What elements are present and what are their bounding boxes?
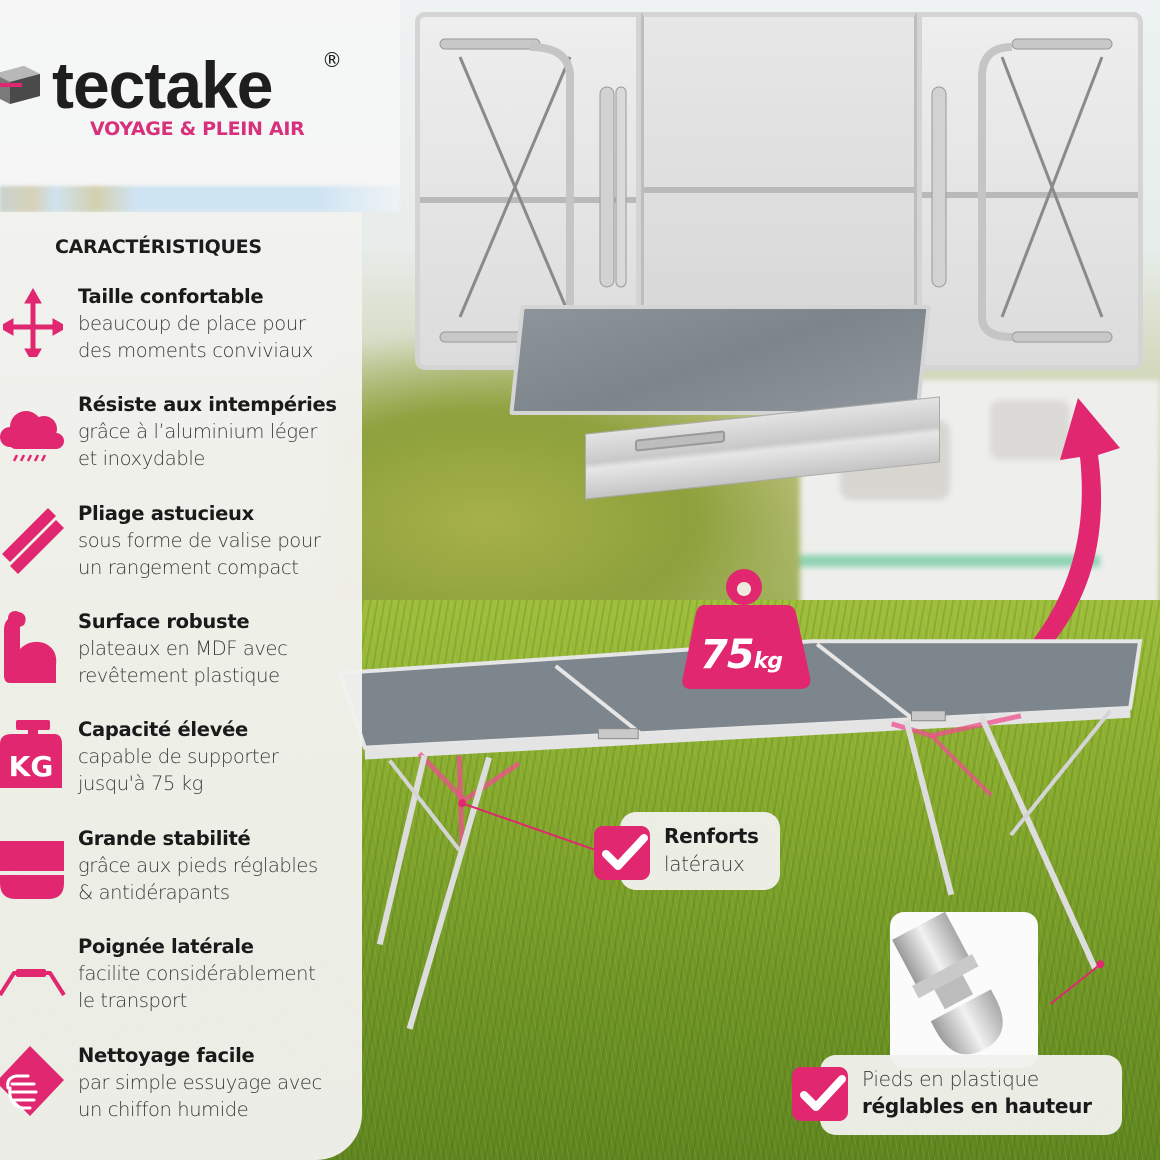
feature-desc-line2: des moments conviviaux <box>78 339 313 362</box>
feature-item-handle: Poignée latérale facilite considérableme… <box>0 935 362 1031</box>
feature-item-folding: Pliage astucieux sous forme de valise po… <box>0 502 362 598</box>
callout-subtitle: latéraux <box>664 852 745 876</box>
side-handle-icon <box>0 935 66 1009</box>
crossbar <box>922 192 1138 198</box>
feature-desc-line1: par simple essuyage avec <box>78 1071 322 1094</box>
features-panel <box>0 212 362 1160</box>
feature-desc-line2: un chiffon humide <box>78 1098 249 1121</box>
feature-title: Nettoyage facile <box>78 1044 255 1067</box>
features-heading: CARACTÉRISTIQUES <box>55 236 262 258</box>
strong-arm-icon <box>0 610 66 684</box>
feature-item-cleaning: Nettoyage facile par simple essuyage ave… <box>0 1044 362 1140</box>
curved-arrow-icon <box>1025 398 1120 660</box>
feature-title: Pliage astucieux <box>78 502 254 525</box>
feature-desc-line2: & antidérapants <box>78 881 230 904</box>
brand-subtitle: VOYAGE & PLEIN AIR <box>90 118 305 140</box>
feature-desc-line2: et inoxydable <box>78 447 205 470</box>
foot-detail-image <box>890 911 1038 1068</box>
logo-panel <box>0 0 400 188</box>
folded-top-surface <box>509 305 931 415</box>
feature-desc-line2: un rangement compact <box>78 556 299 579</box>
feature-desc-line2: jusqu'à 75 kg <box>78 772 203 795</box>
feature-desc-line1: beaucoup de place pour <box>78 312 306 335</box>
feature-desc-line2: le transport <box>78 989 187 1012</box>
feature-desc-line1: plateaux en MDF avec <box>78 637 288 660</box>
registered-mark: ® <box>322 48 342 72</box>
kg-weight-icon: KG <box>0 718 66 792</box>
adjustable-feet-callout: Pieds en plastique réglables en hauteur <box>820 1055 1122 1135</box>
feature-title: Poignée latérale <box>78 935 254 958</box>
caravan-stripe <box>800 555 1100 567</box>
feature-title: Surface robuste <box>78 610 250 633</box>
callout-title: Renforts <box>664 824 759 848</box>
feature-desc-line1: grâce à l’aluminium léger <box>78 420 317 443</box>
callout-subtitle: Pieds en plastique <box>862 1067 1039 1091</box>
checkmark-icon <box>792 1067 848 1121</box>
brand-logo: tectake ® VOYAGE & PLEIN AIR <box>0 46 342 146</box>
feature-desc-line1: capable de supporter <box>78 745 279 768</box>
x-brace-icon <box>931 38 1113 343</box>
feature-desc-line1: facilite considérablement <box>78 962 316 985</box>
folding-icon <box>0 502 66 576</box>
weight-75kg-icon <box>682 569 811 689</box>
feature-title: Résiste aux intempéries <box>78 393 337 416</box>
weight-capacity-label: 75kg <box>700 632 810 678</box>
folded-suitcase-table-image <box>505 305 940 500</box>
wiping-hand-icon <box>0 1044 66 1118</box>
brand-name: tectake <box>52 48 273 122</box>
callout-title: réglables en hauteur <box>862 1094 1092 1118</box>
feature-item-capacity: KG Capacité élevée capable de supporter … <box>0 718 362 814</box>
caravan-window <box>990 400 1070 460</box>
feature-title: Capacité élevée <box>78 718 248 741</box>
feature-desc-line1: grâce aux pieds réglables <box>78 854 318 877</box>
feature-item-surface: Surface robuste plateaux en MDF avec rev… <box>0 610 362 706</box>
panel-photo-strip <box>0 186 400 212</box>
rain-cloud-icon <box>0 393 66 467</box>
x-brace-icon <box>439 38 627 343</box>
checkmark-icon <box>594 826 650 880</box>
weight-value: 75 <box>700 632 755 678</box>
adjustable-foot-icon <box>892 911 1003 1055</box>
feature-title: Taille confortable <box>78 285 264 308</box>
weight-unit: kg <box>753 649 783 674</box>
logo-cube-icon <box>0 66 40 104</box>
stability-foot-icon <box>0 827 66 901</box>
feature-title: Grande stabilité <box>78 827 251 850</box>
feature-item-weather: Résiste aux intempéries grâce à l’alumin… <box>0 393 362 489</box>
feature-desc-line2: revêtement plastique <box>78 664 280 687</box>
table-half-right <box>917 12 1143 370</box>
crossbar <box>644 187 914 193</box>
feature-item-stability: Grande stabilité grâce aux pieds réglabl… <box>0 827 362 923</box>
feature-desc-line1: sous forme de valise pour <box>78 529 321 552</box>
crossbar <box>420 197 636 203</box>
move-arrows-icon <box>0 285 66 359</box>
feature-item-size: Taille confortable beaucoup de place pou… <box>0 285 362 381</box>
svg-text:KG: KG <box>9 750 54 783</box>
